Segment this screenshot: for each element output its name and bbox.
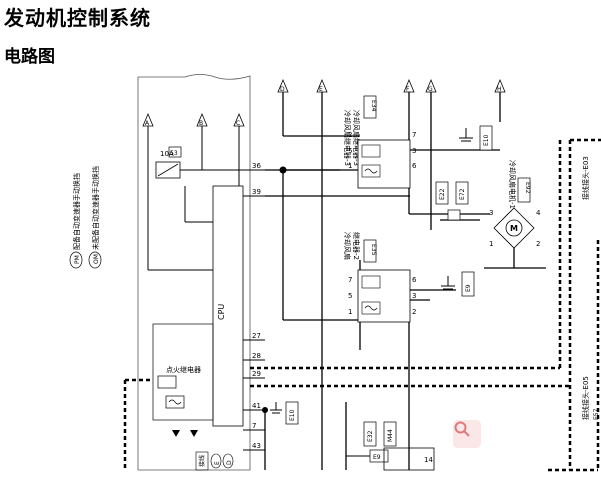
svg-text:53: 53 <box>170 150 178 157</box>
svg-text:M44: M44 <box>387 429 394 442</box>
svg-text:5: 5 <box>348 292 352 300</box>
cpu-block <box>212 185 244 427</box>
svg-text:G: G <box>428 86 433 93</box>
search-icon <box>454 421 470 437</box>
fan-motor: 冷却风扇电机-1 E92 M 3 4 1 2 <box>484 160 546 269</box>
svg-text:M: M <box>510 224 518 233</box>
page-title: 发动机控制系统 <box>4 6 151 30</box>
svg-text:E32: E32 <box>367 430 374 442</box>
svg-text:28: 28 <box>252 352 261 360</box>
svg-text:43: 43 <box>252 442 261 450</box>
svg-text:41: 41 <box>252 402 261 410</box>
ecm-pin-labels: 36 39 27 28 29 41 7 43 <box>252 162 261 450</box>
svg-text:E: E <box>319 86 323 93</box>
ground-e9: E9 <box>441 271 475 297</box>
svg-text:H: H <box>497 86 502 93</box>
cpu-label: CPU <box>217 304 226 320</box>
connector-f[interactable]: F <box>403 78 415 93</box>
svg-text:1: 1 <box>348 162 352 170</box>
svg-text:3: 3 <box>412 292 416 300</box>
svg-text:7: 7 <box>412 131 416 139</box>
svg-text:E22: E22 <box>439 188 446 200</box>
svg-text:C: C <box>236 120 240 127</box>
svg-text:1: 1 <box>348 308 352 316</box>
svg-text:未配备自动变速器手动换挡: 未配备自动变速器手动换挡 <box>91 166 100 250</box>
dashed-wires <box>123 138 601 472</box>
svg-text:E9: E9 <box>465 284 472 292</box>
svg-text:继电器-2: 继电器-2 <box>352 232 361 260</box>
svg-text:配备自动变速器手动换挡: 配备自动变速器手动换挡 <box>72 173 81 250</box>
svg-text:E35: E35 <box>370 244 377 256</box>
svg-text:冷却风扇: 冷却风扇 <box>343 232 352 260</box>
svg-text:3: 3 <box>412 147 416 155</box>
svg-text:点火继电器: 点火继电器 <box>166 365 201 374</box>
svg-text:2: 2 <box>536 240 540 248</box>
ignition-relay: 点火继电器 <box>152 323 214 437</box>
svg-text:接线: 接线 <box>198 455 206 467</box>
joint-connector-top: 接线接头-E03 <box>581 156 590 200</box>
svg-text:2: 2 <box>412 308 416 316</box>
ground-e10: E10 <box>459 125 493 151</box>
e57-tag: E57 <box>593 408 600 420</box>
svg-text:6: 6 <box>412 162 417 170</box>
connector-h[interactable]: H <box>494 78 506 93</box>
connector-g[interactable]: G <box>425 78 437 93</box>
joint-e22: E22 E72 <box>435 181 469 221</box>
connector-b[interactable]: B <box>196 112 208 127</box>
svg-text:29: 29 <box>252 370 261 378</box>
svg-text:E34: E34 <box>370 100 377 112</box>
svg-text:E: E <box>214 461 221 465</box>
svg-text:1: 1 <box>489 240 493 248</box>
bottom-tags: 接线 E D <box>195 451 234 471</box>
svg-text:4: 4 <box>536 209 541 217</box>
svg-text:39: 39 <box>252 188 261 196</box>
connector-c[interactable]: C <box>233 112 245 127</box>
svg-text:7: 7 <box>348 276 352 284</box>
joint-connector-bottom: 接线接头-E05 <box>581 376 590 420</box>
svg-text:B: B <box>199 120 203 127</box>
svg-text:E92: E92 <box>524 182 531 194</box>
svg-text:2: 2 <box>348 131 352 139</box>
svg-text:36: 36 <box>252 162 261 170</box>
svg-text:27: 27 <box>252 332 261 340</box>
ecm-wires <box>147 126 265 451</box>
relay-3: 冷却风扇继电器-3 冷却风扇继电器-3 E34 2 5 1 7 3 6 <box>343 95 417 189</box>
relay-2: 冷却风扇 继电器-2 E35 7 5 1 6 3 2 <box>343 232 417 323</box>
svg-text:10A: 10A <box>160 150 174 158</box>
svg-text:E10: E10 <box>289 409 296 421</box>
svg-text:5: 5 <box>348 147 352 155</box>
page-subtitle: 电路图 <box>4 47 55 67</box>
svg-text:PM: PM <box>74 255 81 264</box>
svg-text:7: 7 <box>252 422 256 430</box>
svg-text:A: A <box>145 120 150 127</box>
svg-text:E9: E9 <box>373 454 381 461</box>
pin-14-box: 14 <box>383 447 435 471</box>
svg-text:OM: OM <box>93 254 100 264</box>
wire-junction <box>279 166 287 174</box>
svg-text:冷却风扇继电器-3: 冷却风扇继电器-3 <box>343 110 352 166</box>
connector-e[interactable]: E <box>316 78 328 93</box>
ecm-box <box>137 74 251 471</box>
wire-junction <box>262 407 268 413</box>
joints-bottom: E32 M44 E9 <box>346 421 397 463</box>
ground-ecm: E10 <box>270 401 299 425</box>
search-button[interactable] <box>453 420 481 448</box>
svg-text:6: 6 <box>412 276 417 284</box>
svg-text:D: D <box>280 86 285 93</box>
svg-text:D: D <box>226 460 233 465</box>
fuse: 10A 53 <box>155 146 182 179</box>
legend: PM 配备自动变速器手动换挡 OM 未配备自动变速器手动换挡 <box>69 166 102 269</box>
svg-text:冷却风扇电机-1: 冷却风扇电机-1 <box>508 160 517 209</box>
connector-d[interactable]: D <box>277 78 289 93</box>
svg-text:E72: E72 <box>459 188 466 200</box>
svg-text:冷却风扇继电器-3: 冷却风扇继电器-3 <box>352 110 361 166</box>
svg-text:E10: E10 <box>483 134 490 146</box>
connector-a[interactable]: A <box>142 112 154 127</box>
svg-text:3: 3 <box>489 209 493 217</box>
svg-text:14: 14 <box>424 456 433 464</box>
svg-text:F: F <box>406 86 410 93</box>
